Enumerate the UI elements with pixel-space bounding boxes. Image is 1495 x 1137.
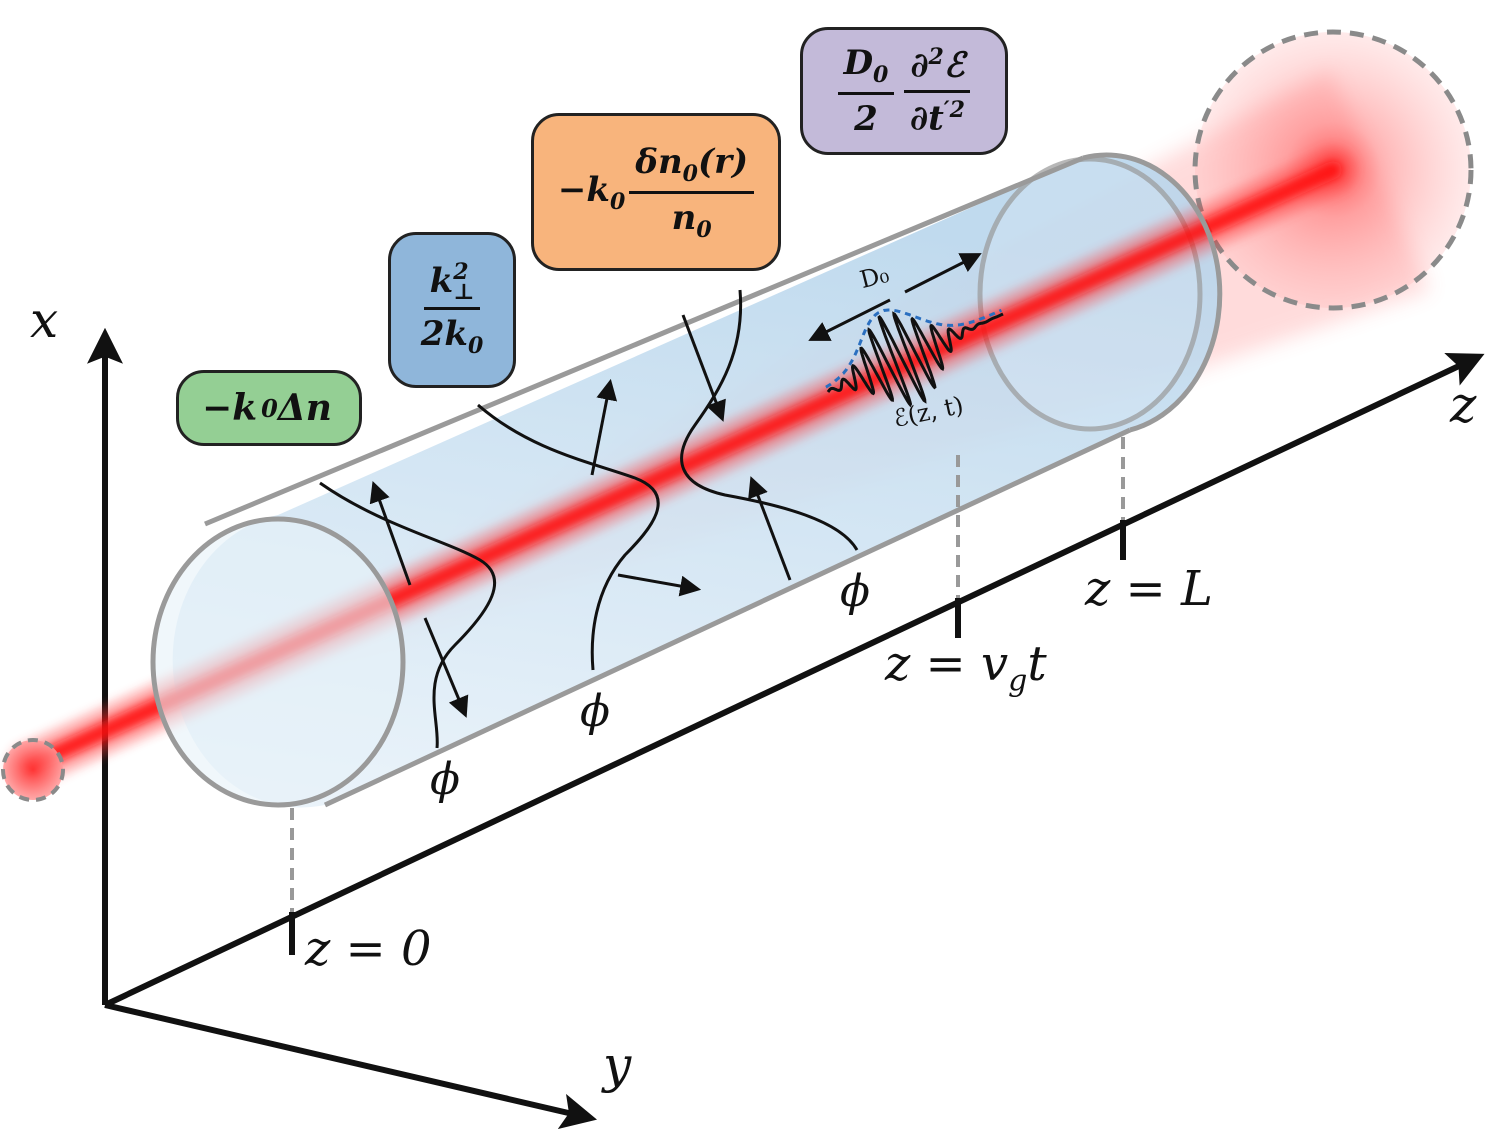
purple-f1-numerator: D0 [837, 43, 895, 95]
term-box-dispersion: D0 2 ∂2ℰ ∂t′2 [800, 27, 1008, 155]
purple-f2-numerator: ∂2ℰ [904, 44, 971, 93]
orange-prefix: −k0 [557, 169, 626, 215]
orange-prefix-sub: 0 [609, 188, 626, 215]
pulse-wavepacket [808, 253, 1004, 408]
fiber-top-edge [204, 155, 1084, 527]
purple-f2-den-sup: ′2 [943, 96, 965, 123]
ray-1b [423, 617, 469, 718]
green-sub: 0 [261, 393, 278, 423]
purple-f2-denominator: ∂t′2 [909, 96, 965, 138]
phase-label-2: ϕ [580, 686, 610, 737]
dispersion-arrow-left [808, 298, 891, 341]
green-tail: Δn [277, 387, 332, 429]
phase-label-1: ϕ [430, 754, 460, 805]
entrance-beam-spot [3, 740, 63, 800]
blue-sub: ⊥ [453, 279, 475, 306]
purple-f1-denominator: 2 [854, 98, 878, 139]
orange-denominator: n0 [671, 197, 712, 243]
purple-fraction-1: D0 2 [837, 43, 895, 139]
z-ticks [289, 520, 1126, 955]
exit-spot-outline [1192, 29, 1474, 311]
fiber-bottom-edge [323, 427, 1132, 808]
position-pulse-main: z = v [885, 636, 1009, 692]
x-axis-label: x [30, 291, 59, 349]
position-start-label: z = 0 [305, 921, 432, 977]
blue-denominator: 2k0 [420, 314, 484, 359]
position-pulse-sub: g [1008, 663, 1028, 699]
phase-profile-1 [319, 481, 497, 749]
term-box-index-profile: −k0 δn0(r) n0 [531, 113, 781, 271]
green-prefix: −k [202, 387, 258, 429]
purple-fraction-2: ∂2ℰ ∂t′2 [904, 44, 971, 138]
pulse-oscillation [826, 311, 1004, 408]
phase-profile-2 [477, 403, 660, 671]
position-end-label: z = L [1085, 561, 1213, 617]
fiber-entrance-face [150, 516, 406, 808]
phase-profiles [319, 289, 859, 749]
position-pulse-label: z = vgt [885, 640, 1047, 697]
ray-2b [617, 573, 702, 597]
blue-den-sub: 0 [467, 332, 484, 359]
ray-3b [748, 476, 792, 581]
purple-f2-sup: 2 [928, 44, 944, 71]
projection-lines [290, 437, 1125, 912]
dispersion-label: D₀ [857, 259, 892, 295]
ray-2a [590, 378, 618, 476]
y-axis-label: y [603, 1036, 632, 1094]
orange-num-sub: 0 [682, 160, 698, 187]
dispersion-arrow-right [904, 253, 982, 294]
purple-f1-sub: 0 [873, 61, 889, 88]
pulse-envelope [825, 308, 1002, 389]
ray-1a [369, 481, 412, 586]
ray-3a [681, 314, 726, 422]
z-axis-label: z [1450, 376, 1477, 434]
ray-arrows [369, 314, 792, 718]
blue-sup: 2 [453, 259, 469, 286]
y-axis [104, 1002, 598, 1129]
phase-label-3: ϕ [840, 566, 870, 617]
orange-fraction: δn0(r) n0 [629, 142, 755, 243]
coordinate-axes [87, 327, 1485, 1129]
phase-profile-3 [680, 289, 859, 551]
orange-numerator: δn0(r) [629, 142, 755, 194]
entrance-spot-outline [1, 738, 65, 802]
fiber-outline [150, 152, 1223, 808]
fiber-exit-rim [1082, 152, 1223, 433]
z-axis [103, 353, 1485, 1008]
position-pulse-tail: t [1027, 636, 1047, 692]
orange-den-sub: 0 [696, 216, 712, 243]
